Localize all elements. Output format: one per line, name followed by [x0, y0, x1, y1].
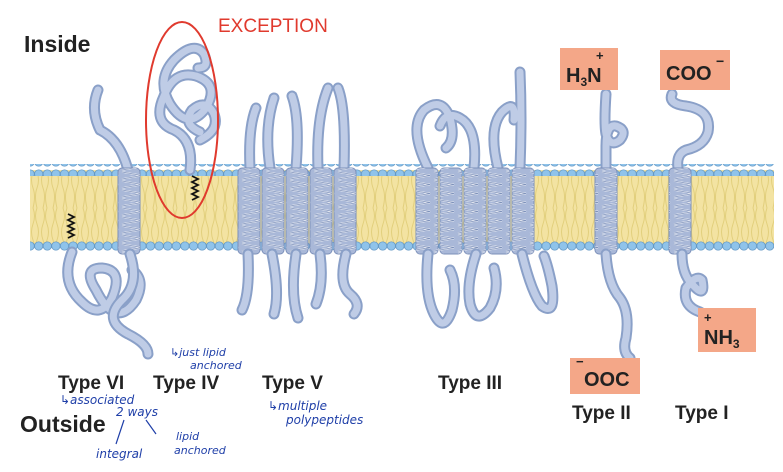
inside-label: Inside: [24, 31, 90, 57]
type-vi-note-lipid: lipid: [176, 430, 200, 443]
type-v-label: Type V: [262, 373, 323, 394]
exception-highlight-circle: [145, 21, 219, 219]
type-v-note-line2: polypeptides: [285, 413, 363, 427]
type-i-label: Type I: [675, 403, 729, 424]
svg-text:NH3: NH3: [704, 327, 740, 351]
type-iv-protein: [154, 42, 221, 201]
type-v-note-line1: ↳multiple: [268, 399, 327, 413]
svg-text:−: −: [576, 354, 584, 369]
type-iv-note-line1: ↳just lipid: [170, 346, 227, 359]
type-iii-label: Type III: [438, 373, 502, 394]
type-vi-note-line2: 2 ways: [116, 405, 158, 419]
type-iv-note-line2: anchored: [190, 359, 243, 372]
svg-text:−: −: [716, 53, 724, 69]
type-iii-protein: [411, 66, 559, 329]
annotation-arrows: [115, 419, 157, 445]
svg-text:+: +: [704, 310, 712, 325]
type-ii-label: Type II: [572, 403, 631, 424]
type-vi-protein: [62, 84, 154, 360]
type-ii-n-terminus: H3N +: [560, 48, 618, 90]
type-vi-note-line1: ↳associated: [60, 393, 135, 407]
type-vi-note-anchored: anchored: [174, 444, 227, 457]
svg-text:H3N: H3N: [566, 65, 602, 89]
type-vi-note-integral: integral: [96, 447, 143, 461]
type-i-c-terminus: COO −: [660, 50, 730, 90]
type-ii-protein: [594, 88, 636, 364]
type-ii-c-terminus: − OOC: [570, 354, 640, 394]
svg-text:COO: COO: [666, 63, 712, 85]
type-vi-label: Type VI: [58, 373, 124, 394]
outside-label: Outside: [20, 411, 106, 437]
type-v-protein: [236, 82, 363, 324]
type-i-protein: [665, 88, 715, 318]
type-i-n-terminus: + NH3: [698, 308, 756, 352]
svg-text:OOC: OOC: [584, 369, 630, 391]
lipid-bilayer: [30, 164, 774, 252]
exception-label: EXCEPTION: [218, 16, 328, 37]
type-iv-label: Type IV: [153, 373, 219, 394]
svg-text:+: +: [596, 48, 604, 63]
